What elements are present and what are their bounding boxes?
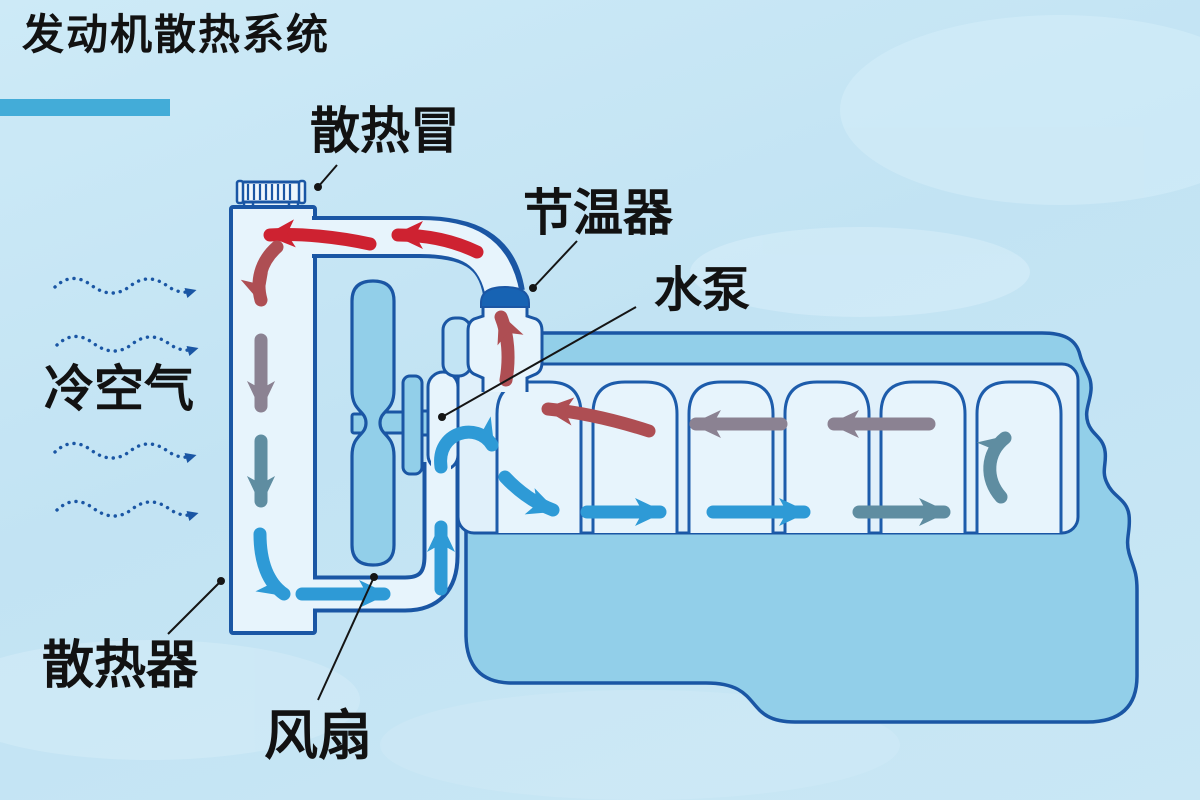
label-radiator-cap: 散热冒 xyxy=(310,102,460,160)
coolant-flow-arrows xyxy=(240,219,1012,609)
title-underline-bar xyxy=(0,99,170,116)
fan-pulley xyxy=(401,374,424,476)
thermostat xyxy=(441,285,544,392)
warm-flow-arrows xyxy=(240,240,656,438)
label-thermostat: 节温器 xyxy=(523,184,673,242)
cool-flow-arrows xyxy=(246,431,1012,527)
label-radiator: 散热器 xyxy=(42,636,199,696)
cold-flow-arrows xyxy=(253,416,811,609)
radiator xyxy=(229,205,317,635)
background-clouds xyxy=(0,15,1200,800)
page-title: 发动机散热系统 xyxy=(22,10,331,59)
cold-air-waves xyxy=(53,276,199,522)
label-water-pump: 水泵 xyxy=(654,262,751,318)
engine-block xyxy=(456,331,1139,724)
hot-flow-arrows xyxy=(263,219,484,259)
fan xyxy=(350,279,436,567)
label-cold-air: 冷空气 xyxy=(44,360,194,418)
neutral-flow-arrows xyxy=(246,333,936,439)
label-fan: 风扇 xyxy=(264,704,372,767)
label-pointer-lines xyxy=(167,164,637,701)
thermostat-band xyxy=(480,285,530,308)
fan-blade xyxy=(350,279,396,567)
